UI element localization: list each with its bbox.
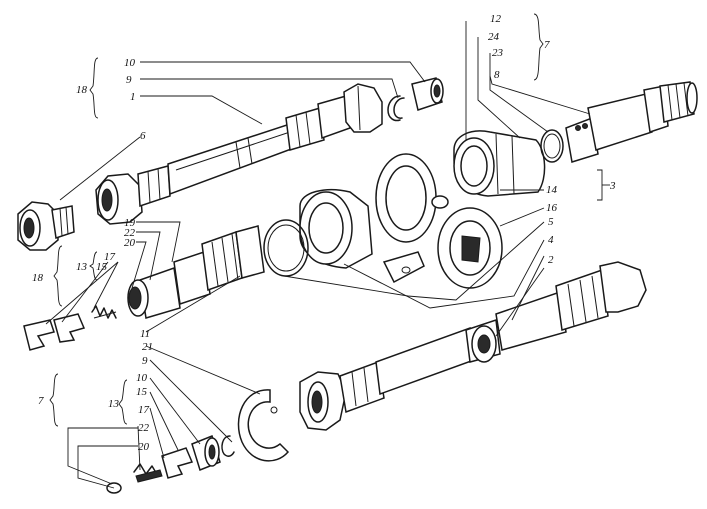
- valve-body-part-8: [565, 81, 698, 163]
- label-14: 14: [546, 184, 558, 196]
- o-ring-part-23: [540, 129, 564, 163]
- clamp-ring-part-16: [431, 195, 503, 289]
- label-3: 3: [609, 180, 616, 192]
- label-13-low: 13: [108, 398, 120, 410]
- label-15-low: 15: [136, 386, 148, 398]
- label-5: 5: [548, 216, 554, 228]
- label-22-low: 22: [138, 422, 150, 434]
- label-18-top: 18: [76, 84, 88, 96]
- label-16: 16: [546, 202, 558, 214]
- lock-plate-part-17-lower: [133, 447, 194, 483]
- label-12: 12: [490, 13, 502, 25]
- label-18-left: 18: [32, 272, 44, 284]
- o-ring-middle: [263, 219, 309, 277]
- bushing-part-10-lower: [191, 435, 221, 471]
- label-19: 19: [124, 217, 136, 229]
- label-11: 11: [140, 328, 150, 340]
- hex-nut-part-6: [17, 201, 75, 251]
- label-10-top: 10: [124, 57, 136, 69]
- snap-ring-part-9-lower: [221, 435, 235, 457]
- middle-hose-assembly: [127, 225, 265, 319]
- label-15-left: 15: [96, 261, 108, 273]
- label-22-mid: 22: [124, 227, 136, 239]
- upper-hose-assembly-part-1: [95, 83, 383, 225]
- sleeve-part-4: [299, 188, 373, 269]
- label-8: 8: [494, 69, 500, 81]
- label-9-top: 9: [126, 74, 132, 86]
- label-24: 24: [488, 31, 500, 43]
- label-7-top: 7: [544, 39, 550, 51]
- label-23: 23: [492, 47, 504, 59]
- label-17-low: 17: [138, 404, 150, 416]
- label-10-low: 10: [136, 372, 148, 384]
- snap-ring-part-21-lower: [237, 389, 290, 462]
- label-17-left: 17: [104, 251, 116, 263]
- snap-ring-part-9-upper: [387, 95, 405, 122]
- clamp-ring-part-14: [375, 153, 437, 284]
- label-6: 6: [140, 130, 146, 142]
- ring-part-20-lower: [106, 482, 122, 494]
- label-1: 1: [130, 91, 136, 103]
- bushing-part-10-upper: [411, 77, 444, 111]
- label-13-left: 13: [76, 261, 88, 273]
- label-21: 21: [142, 341, 153, 353]
- lock-plate-part-13: [23, 313, 86, 351]
- leader-lines: [45, 21, 610, 489]
- label-4: 4: [548, 234, 554, 246]
- label-2: 2: [548, 254, 554, 266]
- label-9-low: 9: [142, 355, 148, 367]
- braces: [49, 13, 544, 427]
- lower-hose-assembly-part-2: [299, 261, 647, 431]
- label-20-mid: 20: [124, 237, 136, 249]
- label-7-left: 7: [38, 395, 44, 407]
- part-labels: 10 9 1 18 6 18 13 15 17 19 22 20 12 24 2…: [32, 13, 616, 453]
- label-20-low: 20: [138, 441, 150, 453]
- threaded-collar-part-12: [453, 130, 546, 197]
- spring-part-15: [91, 305, 117, 319]
